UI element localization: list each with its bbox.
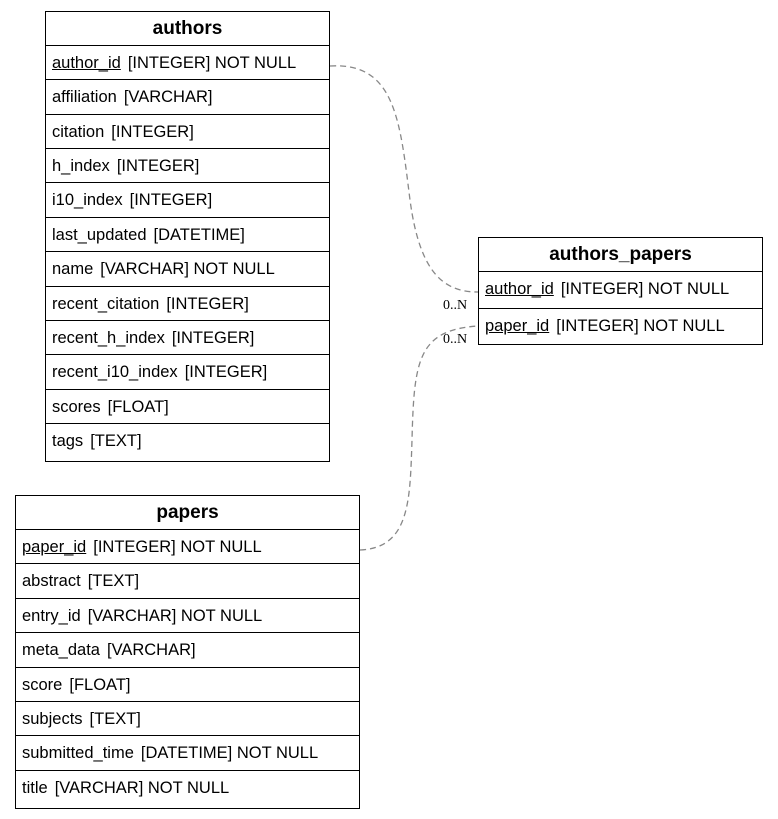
cardinality-authors-papers-many-2: 0..N: [443, 332, 467, 347]
attribute-row: abstract [TEXT]: [16, 564, 359, 599]
attribute-type: [VARCHAR]: [123, 88, 213, 107]
attribute-type: [INTEGER]: [184, 363, 268, 382]
entity-title: authors: [46, 12, 329, 46]
attribute-type: [VARCHAR] NOT NULL: [100, 260, 275, 279]
entity-papers: papers paper_id [INTEGER] NOT NULL abstrac…: [15, 495, 360, 809]
attribute-row: tags [TEXT]: [46, 424, 329, 458]
attribute-type: [INTEGER] NOT NULL: [556, 317, 725, 335]
attribute-name: last_updated: [52, 225, 147, 244]
attribute-row: citation [INTEGER]: [46, 115, 329, 150]
attribute-name: recent_h_index: [52, 328, 165, 347]
attribute-name: paper_id: [485, 317, 550, 335]
attribute-type: [VARCHAR] NOT NULL: [54, 778, 230, 797]
attribute-row: paper_id [INTEGER] NOT NULL: [16, 530, 359, 565]
attribute-row: affiliation [VARCHAR]: [46, 80, 329, 115]
attribute-name: scores: [52, 397, 101, 416]
attribute-name: title: [22, 778, 48, 797]
relation-papers-to-authors-papers: [359, 325, 479, 551]
attribute-name: citation: [52, 122, 105, 141]
attribute-type: [FLOAT]: [107, 397, 169, 416]
attribute-row: last_updated [DATETIME]: [46, 218, 329, 253]
attribute-row: author_id [INTEGER] NOT NULL: [479, 272, 762, 309]
attribute-name: meta_data: [22, 641, 100, 660]
attribute-type: [TEXT]: [89, 709, 141, 728]
entity-title: papers: [16, 496, 359, 530]
attribute-type: [INTEGER] NOT NULL: [93, 538, 262, 556]
attribute-name: h_index: [52, 157, 110, 176]
attribute-name: i10_index: [52, 191, 123, 210]
attribute-name: name: [52, 260, 94, 279]
attribute-name: subjects: [22, 709, 83, 728]
attribute-row: paper_id [INTEGER] NOT NULL: [479, 309, 762, 346]
attribute-row: recent_citation [INTEGER]: [46, 287, 329, 321]
attribute-name: recent_citation: [52, 294, 160, 313]
attribute-row: meta_data [VARCHAR]: [16, 633, 359, 668]
attribute-row: i10_index [INTEGER]: [46, 183, 329, 218]
attribute-name: entry_id: [22, 606, 81, 625]
attribute-type: [INTEGER]: [116, 157, 200, 176]
attribute-type: [INTEGER]: [129, 191, 213, 210]
attribute-type: [FLOAT]: [69, 675, 131, 694]
attribute-row: recent_h_index [INTEGER]: [46, 321, 329, 356]
attribute-type: [VARCHAR]: [106, 641, 196, 660]
attribute-name: score: [22, 675, 63, 694]
attribute-type: [VARCHAR] NOT NULL: [87, 606, 263, 625]
attribute-type: [INTEGER]: [111, 122, 194, 141]
attribute-name: affiliation: [52, 88, 117, 107]
attribute-name: author_id: [52, 54, 121, 72]
attribute-row: title [VARCHAR] NOT NULL: [16, 771, 359, 805]
attribute-row: h_index [INTEGER]: [46, 149, 329, 184]
attribute-name: recent_i10_index: [52, 363, 178, 382]
relation-authors-to-authors-papers: [329, 65, 479, 293]
attribute-name: submitted_time: [22, 744, 134, 763]
attribute-name: author_id: [485, 280, 554, 298]
attribute-row: score [FLOAT]: [16, 668, 359, 702]
attribute-type: [DATETIME] NOT NULL: [140, 744, 319, 763]
entity-title: authors_papers: [479, 238, 762, 272]
attribute-name: paper_id: [22, 538, 87, 556]
attribute-type: [TEXT]: [87, 572, 140, 591]
attribute-row: submitted_time [DATETIME] NOT NULL: [16, 736, 359, 771]
attribute-type: [INTEGER] NOT NULL: [560, 280, 730, 298]
attribute-name: tags: [52, 431, 84, 450]
attribute-row: entry_id [VARCHAR] NOT NULL: [16, 599, 359, 634]
attribute-type: [DATETIME]: [153, 225, 245, 244]
attribute-row: name [VARCHAR] NOT NULL: [46, 252, 329, 287]
attribute-row: subjects [TEXT]: [16, 702, 359, 737]
attribute-row: scores [FLOAT]: [46, 390, 329, 424]
attribute-row: recent_i10_index [INTEGER]: [46, 355, 329, 390]
cardinality-authors-papers-many-1: 0..N: [443, 298, 467, 313]
attribute-type: [INTEGER]: [166, 294, 249, 313]
attribute-name: abstract: [22, 572, 81, 591]
attribute-type: [INTEGER]: [171, 328, 255, 347]
attribute-type: [INTEGER] NOT NULL: [127, 54, 297, 72]
entity-authors-papers: authors_papers author_id [INTEGER] NOT NU…: [478, 237, 763, 345]
attribute-type: [TEXT]: [90, 431, 142, 450]
entity-authors: authors author_id [INTEGER] NOT NULL affil…: [45, 11, 330, 462]
attribute-row: author_id [INTEGER] NOT NULL: [46, 46, 329, 81]
